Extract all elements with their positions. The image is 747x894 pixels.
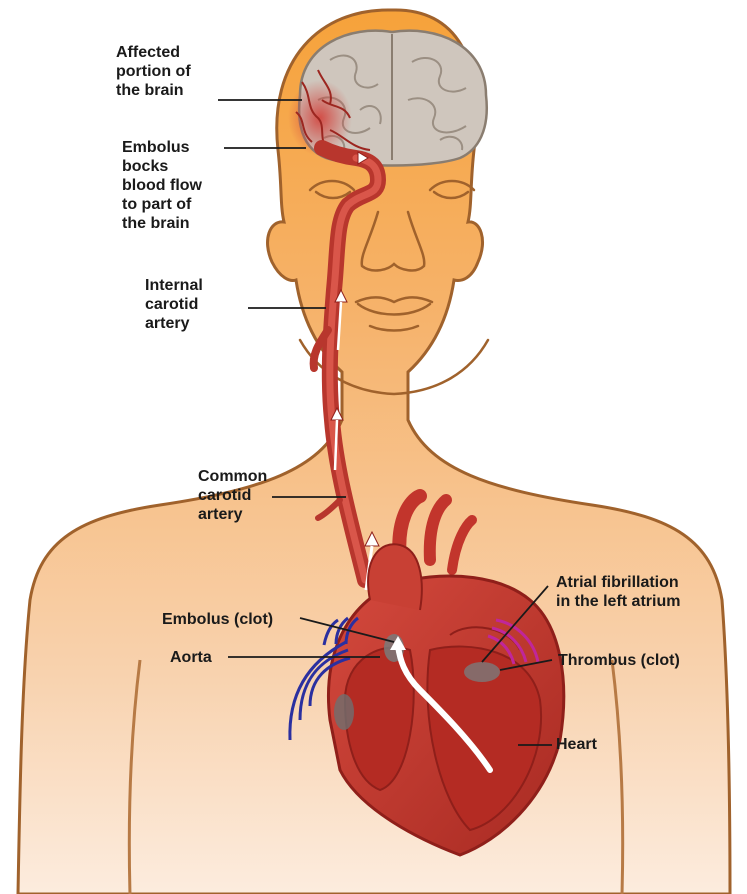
label-embolus-clot: Embolus (clot) (162, 610, 273, 629)
label-heart: Heart (556, 735, 597, 754)
label-common-carotid: Common carotid artery (198, 467, 267, 524)
label-embolus-blocks: Embolus bocks blood flow to part of the … (122, 138, 202, 233)
label-aorta: Aorta (170, 648, 212, 667)
label-affected-brain: Affected portion of the brain (116, 43, 191, 100)
label-internal-carotid: Internal carotid artery (145, 276, 203, 333)
label-thrombus: Thrombus (clot) (558, 651, 680, 670)
label-atrial-fibrillation: Atrial fibrillation in the left atrium (556, 573, 680, 611)
